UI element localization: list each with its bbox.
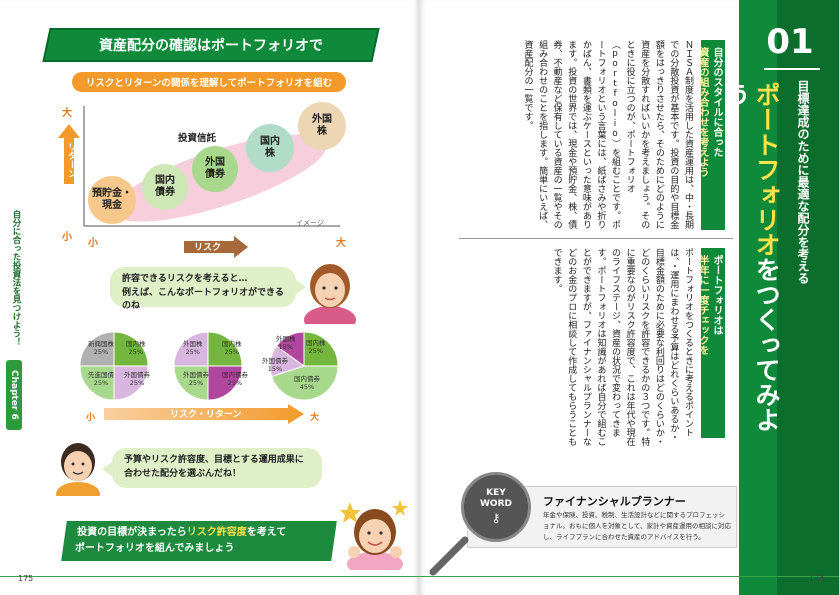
title-subtitle: 目標達成のために最適な配分を考える bbox=[796, 80, 810, 284]
y-axis-label: リターン bbox=[66, 142, 76, 178]
man-avatar-icon bbox=[56, 443, 100, 496]
x-high-label: 大 bbox=[336, 238, 346, 249]
heading-2-b: 半年に一度チェックを bbox=[697, 255, 708, 355]
pie1-label-1: 国内株 25% bbox=[126, 340, 146, 356]
heading-1-b: 資産の組み合わせを考えよう bbox=[697, 47, 708, 177]
pie1-label-0: 新興国株 25% bbox=[88, 340, 114, 356]
speech-1-line2: 例えば、こんなポートフォリオができるのね bbox=[122, 287, 284, 312]
left-page-number: 175 bbox=[18, 574, 34, 583]
pie1-slice-1 bbox=[113, 365, 149, 401]
pie1-label-3: 外国債券 25% bbox=[124, 371, 150, 387]
pie3-slice-1 bbox=[271, 365, 339, 401]
speech-bubble-woman: 許容できるリスクを考えると… 例えば、こんなポートフォリオができるのね bbox=[110, 267, 296, 311]
section-number: 01 bbox=[766, 22, 814, 62]
pie2-label-2: 外国債券 25% bbox=[183, 371, 209, 387]
image-note: イメージ bbox=[296, 219, 324, 227]
pie2-slice-0 bbox=[207, 331, 243, 367]
portfolio-pies bbox=[79, 331, 339, 401]
heading-2-a: ポートフォリオは bbox=[711, 255, 722, 335]
title-band-dark bbox=[777, 0, 839, 595]
pie3-slice-3 bbox=[275, 331, 305, 367]
section-title: 資産配分の確認はポートフォリオで bbox=[99, 38, 323, 54]
pie2-slice-2 bbox=[173, 365, 209, 401]
bottom-banner-line1: 投資の目標が決まったらリスク許容度を考えて bbox=[77, 525, 335, 541]
risk-return-chart: 大 小 リターン 小 大 イメージ リスク 投資信託 預貯金・ 現金 国内 債券… bbox=[50, 98, 370, 258]
pie3-label-3: 国内債券 45% bbox=[294, 375, 320, 391]
pie3-label-2: 外国債券 15% bbox=[262, 357, 288, 373]
y-high-label: 大 bbox=[62, 108, 72, 119]
pie3-label-1: 国内株 25% bbox=[306, 339, 326, 355]
bottom-banner-line1-a: 投資の目標が決まったら bbox=[77, 527, 187, 538]
body-text-1: ＮＩＳＡ制度を活用した資産運用は、中・長期での分散投資が基本です。投資の目的や目… bbox=[522, 40, 693, 229]
x-axis-label: リスク bbox=[194, 243, 222, 253]
bottom-banner-line1-c: を考えて bbox=[246, 527, 287, 538]
right-footer-line bbox=[419, 576, 839, 577]
cheering-woman-icon bbox=[340, 500, 408, 570]
heading-2: ポートフォリオは 半年に一度チェックを bbox=[697, 248, 725, 438]
woman-avatar-icon bbox=[304, 264, 356, 324]
speech-1-line1: 許容できるリスクを考えると… bbox=[122, 274, 248, 284]
speech-2-tail bbox=[102, 462, 112, 476]
keyword-label-b: WORD bbox=[480, 499, 512, 510]
pie2-label-3: 国内債券 25% bbox=[222, 371, 248, 387]
bubble-cash: 預貯金・ 現金 bbox=[88, 176, 136, 224]
pie1-slice-0 bbox=[113, 331, 149, 367]
bubble-foreign-bond: 外国 債券 bbox=[192, 146, 238, 192]
pie2-slice-1 bbox=[207, 365, 243, 401]
bottom-banner-line2: ポートフォリオを組んでみましょう bbox=[74, 543, 235, 554]
title-main-highlight: ポートフォリオ bbox=[752, 82, 781, 257]
x-arrow bbox=[184, 236, 248, 258]
keyword-title: ファイナンシャルプランナー bbox=[543, 495, 686, 508]
pie1-label-2: 先進国債 25% bbox=[88, 371, 114, 387]
magnifier-handle bbox=[429, 536, 469, 576]
left-footer-line bbox=[0, 576, 419, 577]
section-separator bbox=[459, 238, 733, 239]
pie2-label-1: 国内株 25% bbox=[222, 340, 242, 356]
section-number-underline bbox=[764, 68, 820, 70]
speech-2-line2: 合わせた配分を選ぶんだね！ bbox=[124, 468, 242, 479]
left-page: 自分に合った投資法を見つけよう！ Chapter 6 資産配分の確認はポートフォ… bbox=[0, 0, 419, 595]
pie2-slice-3 bbox=[173, 331, 209, 367]
keyword-label-a: KEY bbox=[486, 487, 506, 498]
rr-label: リスク・リターン bbox=[170, 410, 242, 420]
keyword-badge: KEY WORD ⚷ bbox=[461, 472, 531, 542]
pie1-slice-3 bbox=[79, 331, 115, 367]
body-text-2: ポートフォリオをつくるときに考えるポイントは、・運用にまわせる予算はどれくらいあ… bbox=[551, 248, 693, 446]
speech-bubble-man: 予算やリスク許容度、目標とする運用成果に 合わせた配分を選ぶんだね！ bbox=[112, 448, 322, 488]
title-main-rest: をつくってみよう bbox=[722, 82, 781, 432]
speech-2-line1: 予算やリスク許容度、目標とする運用成果に bbox=[124, 455, 304, 465]
y-arrow bbox=[58, 124, 80, 184]
title-main: ポートフォリオをつくってみよう bbox=[722, 82, 781, 452]
heading-1: 自分のスタイルに合った 資産の組み合わせを考えよう bbox=[697, 40, 725, 230]
chapter-label: Chapter 6 bbox=[6, 360, 22, 430]
right-page: 01 目標達成のために最適な配分を考える ポートフォリオをつくってみよう 自分の… bbox=[419, 0, 839, 595]
rr-big: 大 bbox=[310, 413, 320, 423]
right-page-number: 174 bbox=[809, 574, 825, 583]
y-low-label: 小 bbox=[62, 232, 72, 243]
chapter-subtitle: 自分に合った投資法を見つけよう！ bbox=[11, 210, 21, 346]
rr-small: 小 bbox=[86, 413, 96, 423]
pie3-label-0: 外国株 15% bbox=[276, 335, 296, 351]
bubble-domestic-bond: 国内 債券 bbox=[142, 164, 188, 210]
pie3-slice-0 bbox=[303, 331, 339, 367]
heading-1-a: 自分のスタイルに合った bbox=[711, 47, 722, 157]
bubble-domestic-stock: 国内 株 bbox=[246, 124, 294, 172]
key-icon: ⚷ bbox=[491, 510, 501, 525]
bubble-foreign-stock: 外国 株 bbox=[298, 102, 346, 150]
x-low-label: 小 bbox=[88, 238, 98, 249]
keyword-description: 年金や保険、投資、税制、生活設計などに関するプロフェッショナル。おもに個人を対象… bbox=[543, 511, 731, 541]
chapter-tab: 自分に合った投資法を見つけよう！ Chapter 6 bbox=[0, 0, 26, 595]
pie2-label-0: 外国株 25% bbox=[183, 340, 203, 356]
speech-1-tail bbox=[296, 280, 306, 294]
bottom-banner: 投資の目標が決まったらリスク許容度を考えて ポートフォリオを組んでみましょう bbox=[61, 521, 337, 561]
pie1-slice-2 bbox=[79, 365, 115, 401]
rr-arrow bbox=[104, 404, 304, 424]
bottom-banner-highlight: リスク許容度 bbox=[186, 527, 247, 538]
sub-banner: リスクとリターンの関係を理解してポートフォリオを組む bbox=[72, 72, 346, 92]
cluster-label: 投資信託 bbox=[178, 133, 217, 144]
